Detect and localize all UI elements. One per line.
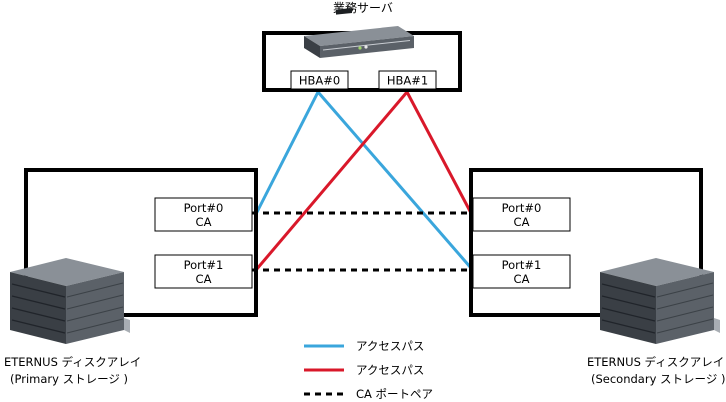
secondary-storage-label-line2: (Secondary ストレージ ) bbox=[591, 372, 725, 386]
secondary-port0-ca: CA bbox=[514, 215, 530, 229]
hba1-label: HBA#1 bbox=[387, 74, 428, 88]
legend-dash-label: CA ポートペア bbox=[356, 387, 433, 401]
secondary-port0-box bbox=[472, 197, 571, 232]
secondary-port0-label: Port#0 bbox=[502, 201, 542, 215]
primary-storage-frame bbox=[24, 168, 258, 317]
primary-port1-ca: CA bbox=[196, 272, 212, 286]
legend: アクセスパス アクセスパス CA ポートペア bbox=[304, 339, 433, 401]
blue-path-hba0-secondary-port1 bbox=[316, 91, 473, 269]
server-rack-icon bbox=[304, 8, 414, 58]
ca-port-pairs bbox=[252, 211, 472, 272]
secondary-storage-frame bbox=[469, 168, 703, 317]
legend-red-label: アクセスパス bbox=[356, 363, 424, 377]
blue-path-hba0-primary-port0 bbox=[254, 91, 320, 215]
red-path-hba1-secondary-port0 bbox=[405, 91, 473, 214]
secondary-port1-label: Port#1 bbox=[502, 258, 542, 272]
blue-access-paths bbox=[254, 91, 473, 269]
primary-storage-label-line1: ETERNUS ディスクアレイ bbox=[4, 355, 141, 369]
secondary-port1-ca: CA bbox=[514, 272, 530, 286]
primary-port0-label: Port#0 bbox=[184, 201, 224, 215]
secondary-port1-box bbox=[472, 254, 571, 289]
secondary-storage-label-line1: ETERNUS ディスクアレイ bbox=[587, 355, 724, 369]
hba0-box bbox=[290, 70, 349, 90]
legend-blue-label: アクセスパス bbox=[356, 339, 424, 353]
hba0-label: HBA#0 bbox=[299, 74, 340, 88]
secondary-disk-array-icon bbox=[600, 258, 720, 344]
red-path-hba1-primary-port1 bbox=[254, 91, 409, 271]
primary-disk-array-icon bbox=[10, 258, 130, 344]
primary-port1-box bbox=[154, 254, 253, 289]
hba1-box bbox=[378, 70, 437, 90]
primary-storage-label-line2: (Primary ストレージ ) bbox=[10, 372, 128, 386]
primary-port0-ca: CA bbox=[196, 215, 212, 229]
primary-port0-box bbox=[154, 197, 253, 232]
red-access-paths bbox=[254, 91, 473, 271]
primary-port1-label: Port#1 bbox=[184, 258, 224, 272]
